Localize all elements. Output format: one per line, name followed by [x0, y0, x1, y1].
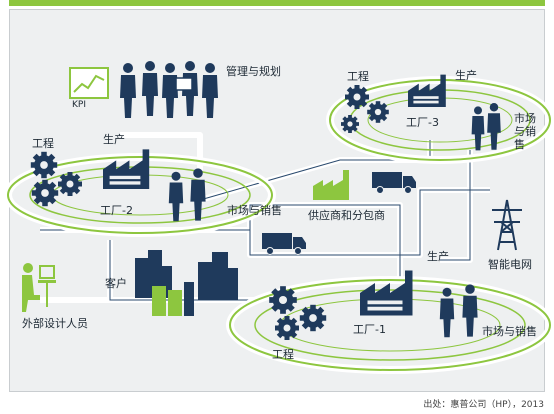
- factory3-people-icon: [471, 103, 501, 151]
- kpi-label: KPI: [72, 100, 86, 110]
- engineering-label-top: 工程: [347, 70, 369, 83]
- factory3-gear-icons: [341, 85, 389, 133]
- factory3-label: 工厂-3: [406, 116, 439, 129]
- marketing1-label: 市场与销售: [482, 325, 537, 338]
- truck-icon-mid: [261, 232, 307, 255]
- production-label-left: 生产: [103, 133, 125, 146]
- engineering-label-bottom: 工程: [272, 348, 294, 361]
- customer-label: 客户: [105, 277, 127, 290]
- management-people-icon: [120, 61, 218, 118]
- kpi-board-icon: [69, 67, 109, 99]
- factory1-gear-icons: [269, 286, 327, 340]
- designer-at-desk-icon: [22, 263, 56, 312]
- marketing2-label: 市场与销售: [227, 204, 282, 217]
- production-label-top: 生产: [455, 69, 477, 82]
- management-label: 管理与规划: [226, 65, 281, 78]
- factory1-label: 工厂-1: [353, 323, 386, 336]
- production-label-bottom: 生产: [427, 250, 449, 263]
- power-tower-icon: [492, 199, 522, 251]
- source-caption: 出处：惠普公司（HP），2013: [423, 400, 544, 410]
- factory2-people-icon: [168, 168, 206, 222]
- supplier-factory-icon: [313, 170, 349, 200]
- factory1-people-icon: [439, 284, 478, 338]
- truck-icon-top: [371, 171, 417, 194]
- engineering-label-left: 工程: [32, 137, 54, 150]
- designer-label: 外部设计人员: [22, 317, 88, 330]
- supplier-label: 供应商和分包商: [308, 209, 385, 222]
- top-accent-bar: [9, 0, 545, 6]
- smart-grid-label: 智能电网: [488, 258, 532, 271]
- marketing3-label: 市场与销售: [514, 112, 536, 151]
- factory2-label: 工厂-2: [100, 204, 133, 217]
- city-buildings-icon: [135, 250, 238, 316]
